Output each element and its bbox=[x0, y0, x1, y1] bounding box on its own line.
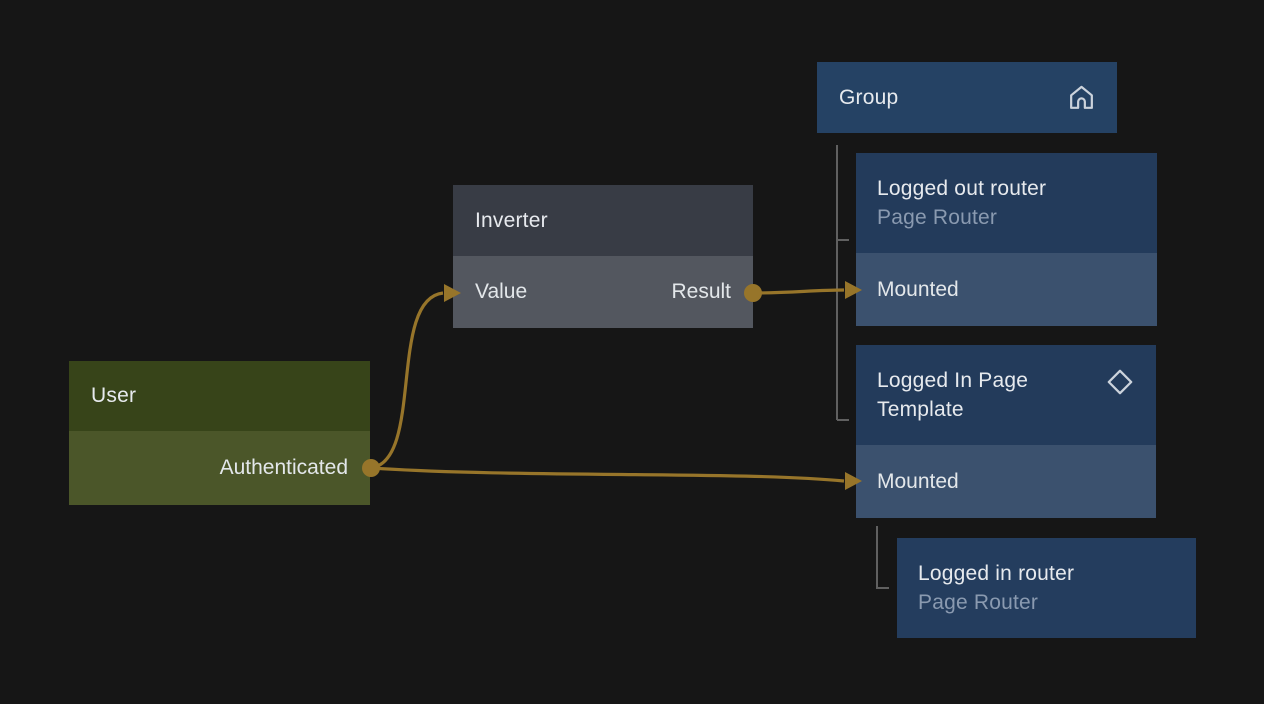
connector-mounted-to-logged-in-router bbox=[876, 526, 889, 589]
connector-group-children bbox=[836, 145, 849, 421]
input-label-value: Value bbox=[475, 280, 528, 303]
input-port-value[interactable] bbox=[444, 284, 461, 302]
node-logged-out-router[interactable]: Logged out router Page Router Mounted bbox=[856, 153, 1157, 326]
node-logged-out-router-input-row[interactable]: Mounted bbox=[856, 253, 1157, 326]
node-group-title: Group bbox=[839, 85, 899, 109]
node-inverter-io-row[interactable]: Value Result bbox=[453, 256, 753, 328]
input-label-mounted-1: Mounted bbox=[877, 277, 959, 301]
output-port-authenticated[interactable] bbox=[362, 459, 380, 477]
node-user[interactable]: User Authenticated bbox=[69, 361, 370, 505]
node-user-title: User bbox=[91, 384, 137, 407]
node-logged-in-router[interactable]: Logged in router Page Router bbox=[897, 538, 1196, 638]
node-inverter-title: Inverter bbox=[475, 208, 548, 232]
output-label-authenticated: Authenticated bbox=[219, 456, 348, 479]
wire-authenticated-to-value[interactable] bbox=[370, 291, 444, 470]
diamond-icon bbox=[1104, 366, 1136, 406]
output-port-result[interactable] bbox=[744, 284, 762, 302]
node-user-header[interactable]: User bbox=[69, 361, 370, 431]
output-label-result: Result bbox=[671, 280, 731, 303]
node-logged-in-page-template-title: Logged In Page Template bbox=[877, 369, 1029, 421]
input-port-mounted-1[interactable] bbox=[845, 281, 862, 299]
node-inverter-header[interactable]: Inverter bbox=[453, 185, 753, 256]
home-icon bbox=[1066, 82, 1097, 119]
node-logged-in-router-title: Logged in router bbox=[918, 562, 1075, 585]
node-inverter[interactable]: Inverter Value Result bbox=[453, 185, 753, 328]
node-group[interactable]: Group bbox=[817, 62, 1117, 133]
node-logged-out-router-subtitle: Page Router bbox=[877, 206, 998, 229]
node-logged-in-page-template[interactable]: Logged In Page Template Mounted bbox=[856, 345, 1156, 518]
node-logged-in-router-subtitle: Page Router bbox=[918, 591, 1039, 614]
node-logged-in-page-template-input-row[interactable]: Mounted bbox=[856, 445, 1156, 518]
node-logged-out-router-title: Logged out router bbox=[877, 177, 1047, 200]
wire-result-to-mounted-1[interactable] bbox=[752, 288, 845, 295]
node-logged-out-router-header[interactable]: Logged out router Page Router bbox=[856, 153, 1157, 253]
node-logged-in-page-template-header[interactable]: Logged In Page Template bbox=[856, 345, 1156, 445]
wire-authenticated-to-mounted-2[interactable] bbox=[370, 466, 845, 483]
input-label-mounted-2: Mounted bbox=[877, 469, 959, 493]
node-user-output-row[interactable]: Authenticated bbox=[69, 431, 370, 505]
input-port-mounted-2[interactable] bbox=[845, 472, 862, 490]
